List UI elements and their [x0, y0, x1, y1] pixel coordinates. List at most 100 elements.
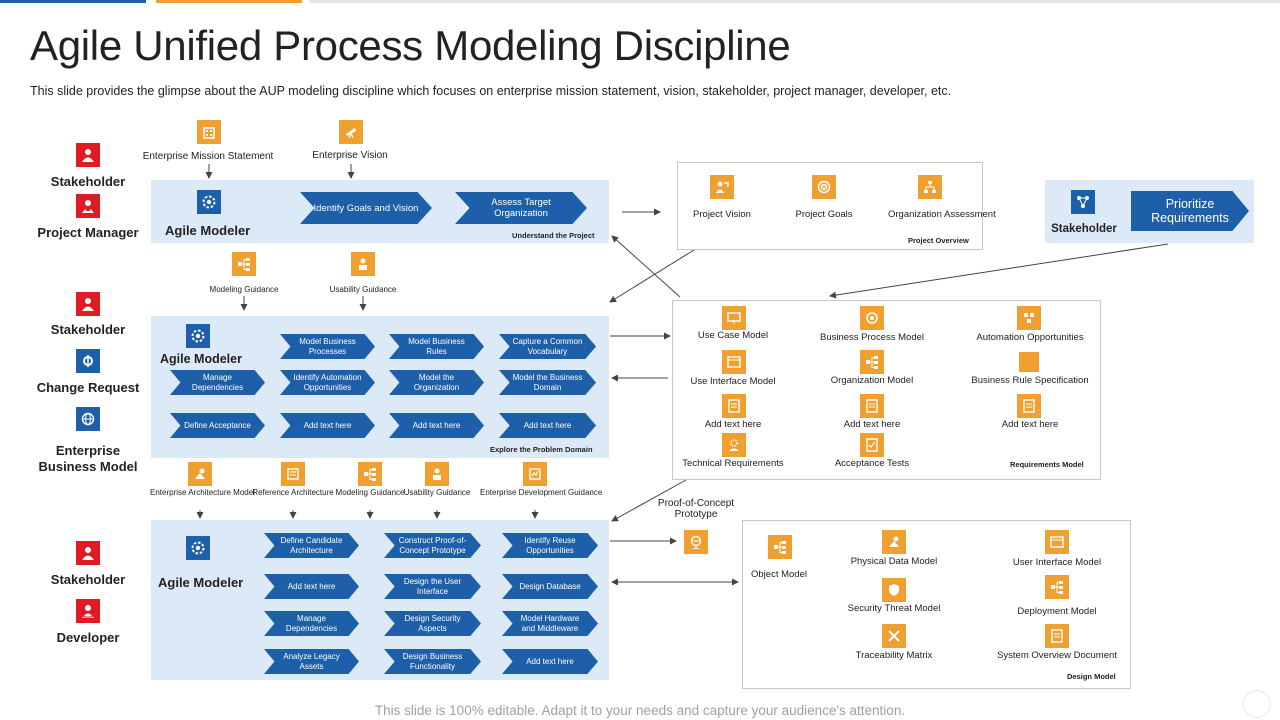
usability-icon	[351, 252, 375, 276]
design-physical-data-model: Physical Data Model	[850, 556, 938, 567]
project-goals-label: Project Goals	[795, 209, 853, 220]
architecture-icon	[188, 462, 212, 486]
guidance-modeling-2: Modeling Guidance	[335, 488, 405, 497]
gear-user-icon	[722, 433, 746, 457]
use-case-icon	[722, 306, 746, 330]
prototype-icon	[684, 530, 708, 554]
design-traceability-matrix: Traceability Matrix	[855, 650, 933, 661]
req-use-case-model: Use Case Model	[697, 330, 769, 341]
req-automation-opportunities: Automation Opportunities	[976, 332, 1084, 343]
gear-icon	[186, 536, 210, 560]
poc-label: Proof-of-Concept Prototype	[657, 498, 735, 520]
role-business-model: Business Model	[38, 459, 138, 474]
deployment-icon	[1045, 575, 1069, 599]
telescope-icon	[339, 120, 363, 144]
section2-footer: Explore the Problem Domain	[490, 445, 593, 454]
step-model-hardware-middleware: Model Hardware and Middleware	[502, 611, 598, 636]
overview-document-icon	[1045, 624, 1069, 648]
guidance-enterprise-architecture: Enterprise Architecture Model	[150, 488, 255, 497]
step-analyze-legacy-assets: Analyze Legacy Assets	[264, 649, 359, 674]
stakeholder-icon	[76, 143, 100, 167]
object-model-icon	[768, 535, 792, 559]
design-user-interface-model: User Interface Model	[1012, 557, 1102, 568]
gear-icon	[186, 324, 210, 348]
step-manage-dependencies-2: Manage Dependencies	[264, 611, 359, 636]
guidance-enterprise-development: Enterprise Development Guidance	[480, 488, 603, 497]
traceability-icon	[882, 624, 906, 648]
role-enterprise: Enterprise	[55, 443, 121, 458]
step-identify-automation: Identify Automation Opportunities	[280, 370, 375, 395]
page-subtitle: This slide provides the glimpse about th…	[30, 84, 952, 98]
hierarchy-icon	[860, 350, 884, 374]
security-icon	[882, 578, 906, 602]
requirements-model-footer: Requirements Model	[1010, 460, 1084, 469]
project-overview-footer: Project Overview	[908, 236, 969, 245]
role-project-manager: Project Manager	[37, 225, 139, 240]
step-assess-target: Assess Target Organization	[455, 192, 587, 224]
step-design-business-functionality: Design Business Functionality	[384, 649, 481, 674]
agile-modeler-label-3: Agile Modeler	[158, 575, 244, 590]
reference-icon	[281, 462, 305, 486]
role-developer: Developer	[56, 630, 120, 645]
step-add-text-2: Add text here	[389, 413, 484, 438]
change-request-icon	[76, 349, 100, 373]
agile-modeler-label-2: Agile Modeler	[160, 352, 242, 366]
design-system-overview-document: System Overview Document	[997, 650, 1117, 661]
gear-icon	[197, 190, 221, 214]
step-model-business-domain: Model the Business Domain	[499, 370, 596, 395]
document-icon	[860, 394, 884, 418]
network-icon	[1071, 190, 1095, 214]
globe-icon	[76, 407, 100, 431]
req-add-text-2: Add text here	[843, 419, 901, 430]
req-technical-requirements: Technical Requirements	[682, 458, 784, 469]
development-icon	[523, 462, 547, 486]
usability-icon	[425, 462, 449, 486]
req-acceptance-tests: Acceptance Tests	[834, 458, 910, 469]
prioritize-stakeholder-label: Stakeholder	[1051, 223, 1117, 235]
project-vision-label: Project Vision	[693, 209, 751, 220]
data-model-icon	[882, 530, 906, 554]
stakeholder-icon	[76, 292, 100, 316]
guidance-usability-1: Usability Guidance	[329, 285, 397, 294]
step-model-organization: Model the Organization	[389, 370, 484, 395]
step-design-user-interface: Design the User Interface	[384, 574, 481, 599]
guidance-reference-architecture: Reference Architecture	[252, 488, 334, 497]
prioritize-requirements-step: Prioritize Requirements	[1131, 191, 1249, 231]
design-security-threat-model: Security Threat Model	[847, 603, 941, 614]
building-icon	[197, 120, 221, 144]
input-mission-statement: Enterprise Mission Statement	[142, 151, 274, 162]
developer-icon	[76, 599, 100, 623]
step-add-text-1: Add text here	[280, 413, 375, 438]
step-model-business-rules: Model Business Rules	[389, 334, 484, 359]
top-accent-bar-grey	[310, 0, 1280, 3]
stakeholder-icon	[76, 541, 100, 565]
req-business-process-model: Business Process Model	[819, 332, 925, 343]
design-model-footer: Design Model	[1067, 672, 1116, 681]
ui-model-icon	[1045, 530, 1069, 554]
role-stakeholder-2: Stakeholder	[50, 322, 126, 337]
target-icon	[812, 175, 836, 199]
step-design-database: Design Database	[502, 574, 598, 599]
step-manage-dependencies-1: Manage Dependencies	[170, 370, 265, 395]
step-model-business-processes: Model Business Processes	[280, 334, 375, 359]
input-enterprise-vision: Enterprise Vision	[312, 150, 388, 161]
page-footer: This slide is 100% editable. Adapt it to…	[374, 703, 906, 718]
org-chart-icon	[918, 175, 942, 199]
slide-nav-circle[interactable]	[1243, 690, 1271, 718]
interface-icon	[722, 350, 746, 374]
agile-modeler-label-1: Agile Modeler	[165, 223, 251, 238]
project-manager-icon	[76, 194, 100, 218]
step-identify-reuse: Identify Reuse Opportunities	[502, 533, 598, 558]
step-capture-vocabulary: Capture a Common Vocabulary	[499, 334, 596, 359]
automation-icon	[1017, 306, 1041, 330]
role-stakeholder-3: Stakeholder	[50, 572, 126, 587]
document-icon	[1017, 394, 1041, 418]
req-business-rule-specification: Business Rule Specification	[971, 375, 1089, 386]
hierarchy-icon	[358, 462, 382, 486]
document-icon	[722, 394, 746, 418]
org-assessment-label: Organization Assessment	[888, 209, 996, 220]
rule-spec-icon	[1019, 352, 1039, 372]
step-add-text-3: Add text here	[499, 413, 596, 438]
step-define-candidate-architecture: Define Candidate Architecture	[264, 533, 359, 558]
step-define-acceptance: Define Acceptance	[170, 413, 265, 438]
